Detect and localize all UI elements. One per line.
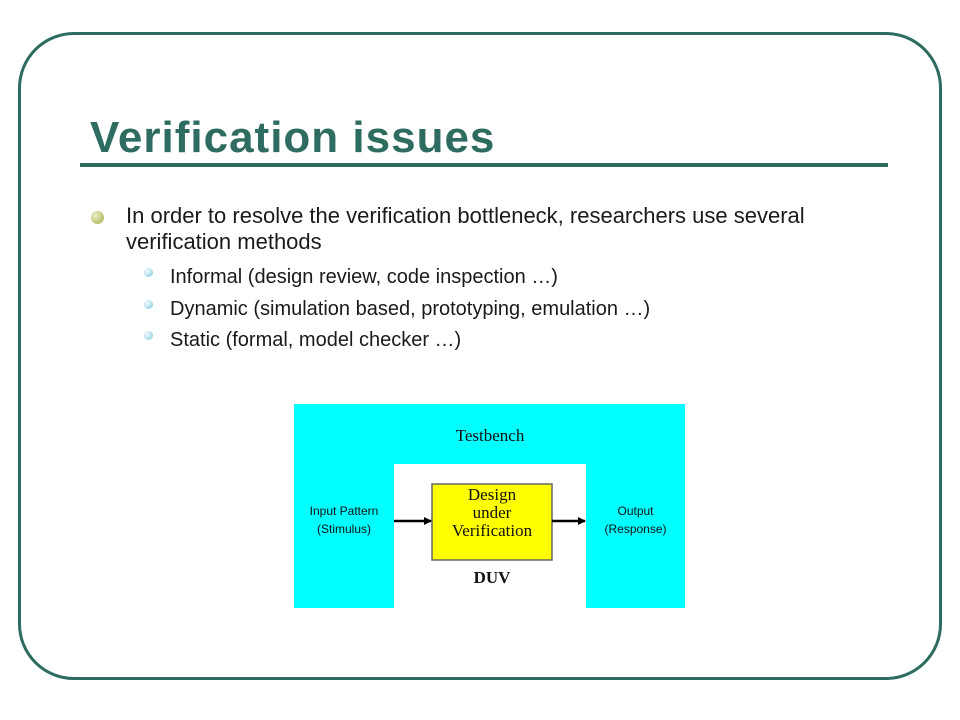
- duv-label-line: Design: [467, 485, 517, 504]
- title-underline: [80, 163, 888, 167]
- testbench-diagram: Testbench Input Pattern (Stimulus) Outpu…: [294, 404, 685, 608]
- sub-bullet-marker: [144, 300, 153, 309]
- bullet-marker: [91, 211, 104, 224]
- duv-box-label: Design under Verification: [432, 486, 552, 540]
- output-label-line: (Response): [604, 522, 667, 536]
- sub-bullet-marker: [144, 268, 153, 277]
- input-label-line: (Stimulus): [316, 522, 371, 536]
- sub-bullet-text: Static (formal, model checker …): [170, 329, 462, 351]
- duv-label-line: under: [472, 503, 512, 522]
- input-label-line: Input Pattern: [309, 504, 379, 518]
- testbench-block: [294, 404, 685, 608]
- output-label-line: Output: [617, 504, 654, 518]
- sub-bullet-text: Informal (design review, code inspection…: [170, 266, 558, 288]
- slide-title: Verification issues: [90, 113, 496, 162]
- duv-label-line: Verification: [451, 521, 533, 540]
- sub-bullet-marker: [144, 331, 153, 340]
- output-label: Output (Response): [586, 502, 685, 538]
- sub-bullet-text: Dynamic (simulation based, prototyping, …: [170, 298, 651, 320]
- duv-caption: DUV: [473, 568, 511, 587]
- testbench-diagram-graphic: [294, 404, 685, 608]
- bullet-text: In order to resolve the verification bot…: [126, 203, 805, 254]
- input-pattern-label: Input Pattern (Stimulus): [294, 502, 394, 538]
- slide-frame: [18, 32, 942, 680]
- testbench-label: Testbench: [455, 426, 525, 445]
